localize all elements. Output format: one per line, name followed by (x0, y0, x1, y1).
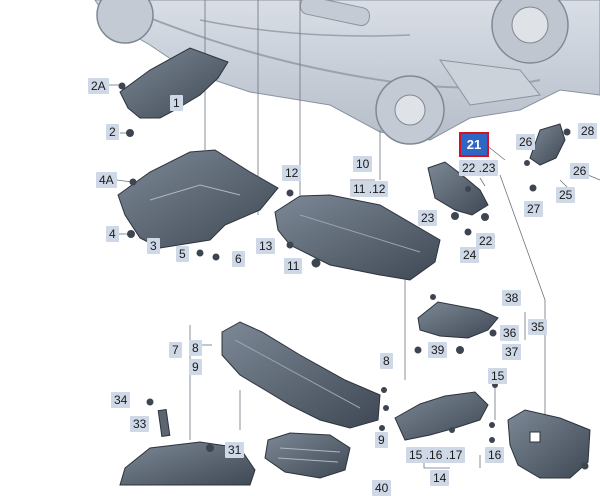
part-21-mounting-bracket (427, 161, 489, 216)
callout-8-right[interactable]: 8 (380, 353, 393, 369)
callout-9-right[interactable]: 9 (375, 432, 388, 448)
callout-9-left[interactable]: 9 (189, 359, 202, 375)
part-7-tunnel-heat-shield (221, 321, 381, 429)
callout-12-top[interactable]: 12 (282, 165, 302, 181)
callout-31[interactable]: 31 (225, 442, 245, 458)
lower-left-panel (119, 441, 256, 486)
callout-15-16-17[interactable]: 15 .16 .17 (406, 447, 466, 463)
parts-diagram: 21 2A 1 2 4A 4 3 5 6 12 10 11 .12 13 11 … (88, 0, 600, 496)
callout-24[interactable]: 24 (460, 247, 480, 263)
callout-26-top[interactable]: 26 (516, 134, 536, 150)
callout-3[interactable]: 3 (147, 238, 160, 254)
callout-7[interactable]: 7 (169, 342, 182, 358)
callout-14[interactable]: 14 (430, 470, 450, 486)
callout-36[interactable]: 36 (500, 325, 520, 341)
callout-33[interactable]: 33 (130, 416, 150, 432)
callout-26-right[interactable]: 26 (570, 163, 590, 179)
callout-2A[interactable]: 2A (88, 78, 109, 94)
part-15-side-bracket (394, 391, 489, 441)
callout-4A[interactable]: 4A (96, 172, 117, 188)
front-wheel (96, 0, 154, 44)
callout-5[interactable]: 5 (176, 246, 189, 262)
part-33-support-rod (157, 409, 171, 437)
callout-8-left[interactable]: 8 (189, 340, 202, 356)
callout-34[interactable]: 34 (111, 392, 131, 408)
callout-22[interactable]: 22 (476, 233, 496, 249)
callout-4[interactable]: 4 (106, 226, 119, 242)
rear-corner-shield (507, 409, 591, 479)
part-3-front-underbody-panel (117, 149, 279, 249)
callout-13[interactable]: 13 (256, 238, 276, 254)
callout-37[interactable]: 37 (502, 344, 522, 360)
callout-22-23-top[interactable]: 22 .23 (459, 160, 499, 176)
callout-2[interactable]: 2 (106, 124, 119, 140)
callout-39[interactable]: 39 (428, 342, 448, 358)
callout-1[interactable]: 1 (170, 95, 183, 111)
callout-40[interactable]: 40 (372, 480, 392, 496)
callout-25[interactable]: 25 (556, 187, 576, 203)
callout-16[interactable]: 16 (485, 447, 505, 463)
part-1-shield-bracket (119, 47, 229, 119)
callout-15[interactable]: 15 (488, 368, 508, 384)
callout-6[interactable]: 6 (232, 251, 245, 267)
part-14-vent-cover (264, 432, 351, 479)
highlighted-part-callout[interactable]: 21 (459, 132, 489, 157)
callout-38[interactable]: 38 (502, 290, 522, 306)
vehicle-underbody (94, 0, 600, 145)
callout-28[interactable]: 28 (578, 123, 598, 139)
callout-10[interactable]: 10 (353, 156, 373, 172)
part-26-mounting-bracket (529, 123, 566, 166)
exploded-view-drawing (94, 0, 600, 486)
fasteners (118, 82, 589, 470)
callout-35[interactable]: 35 (528, 319, 548, 335)
callout-27[interactable]: 27 (524, 201, 544, 217)
callout-11[interactable]: 11 (284, 258, 303, 274)
callout-23[interactable]: 23 (418, 210, 438, 226)
callout-11-12[interactable]: 11 .12 (350, 181, 389, 197)
part-35-rear-underbody-panel (417, 301, 499, 339)
